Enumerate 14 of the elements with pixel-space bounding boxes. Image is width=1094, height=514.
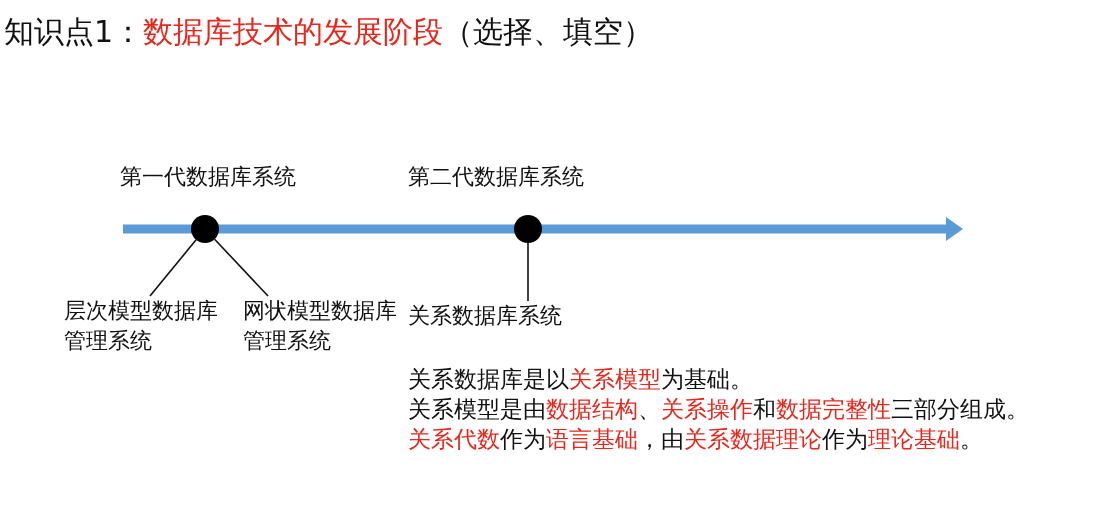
connector-line: [213, 238, 269, 297]
timeline-dot: [514, 215, 542, 243]
stage-label: 第一代数据库系统: [120, 163, 296, 191]
node-label: 关系数据库系统: [408, 301, 608, 331]
title: 知识点1：数据库技术的发展阶段（选择、填空）: [4, 13, 654, 51]
note-text: 关系数据库是以关系模型为基础。: [408, 365, 753, 394]
connector-line: [527, 242, 529, 302]
stage-label: 第二代数据库系统: [408, 163, 584, 191]
note-text: 关系代数作为语言基础，由关系数据理论作为理论基础。: [408, 425, 983, 454]
note-text: 关系模型是由数据结构、关系操作和数据完整性三部分组成。: [408, 395, 1029, 424]
node-label: 层次模型数据库管理系统: [64, 296, 229, 356]
connector-line: [149, 239, 197, 297]
timeline-dot: [191, 215, 219, 243]
node-label: 网状模型数据库管理系统: [243, 296, 408, 356]
